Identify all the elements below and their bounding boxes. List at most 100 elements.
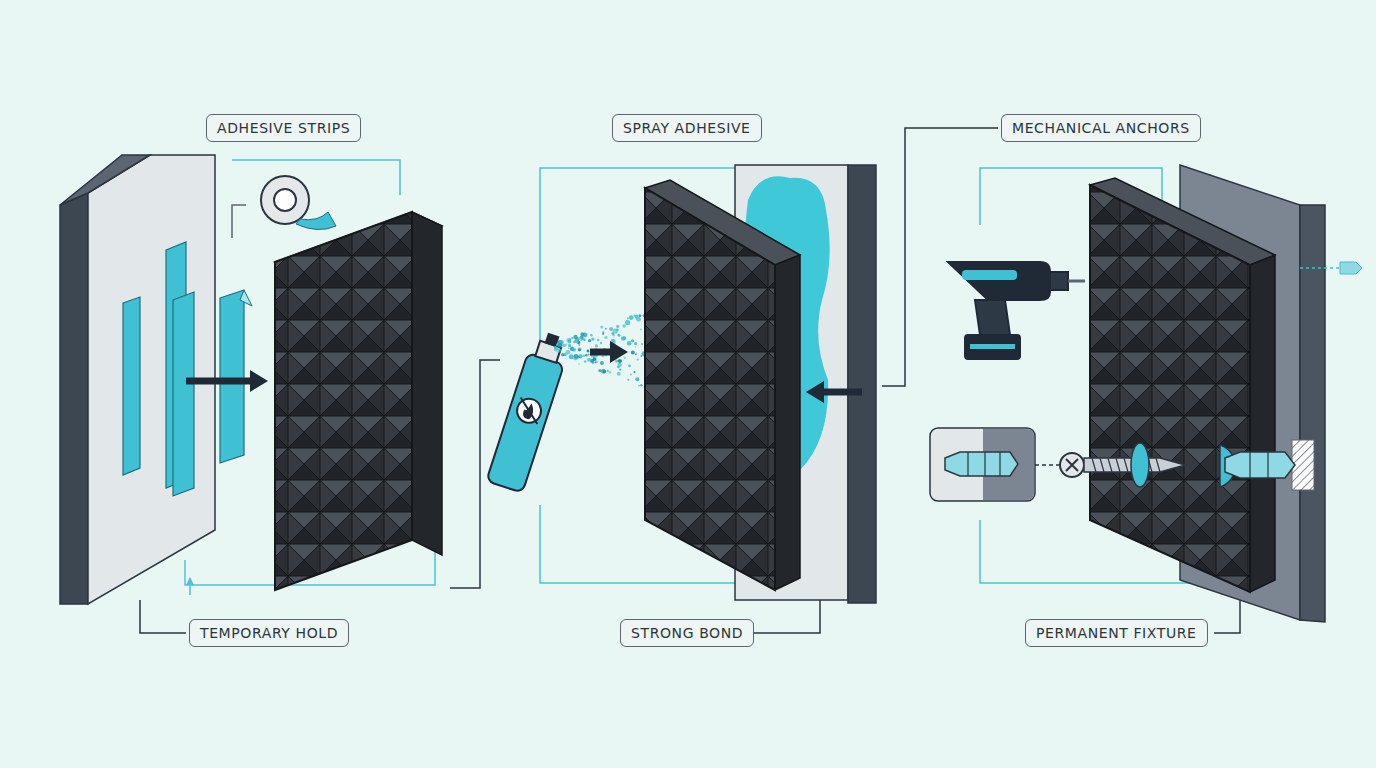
- spray-particle: [575, 339, 579, 343]
- spray-particle: [619, 369, 621, 371]
- spray-particle: [618, 359, 622, 363]
- spray-particle: [640, 384, 643, 387]
- label-text: TEMPORARY HOLD: [200, 625, 338, 641]
- label-box: SPRAY ADHESIVE: [612, 114, 762, 142]
- spray-particle: [558, 348, 561, 351]
- spray-particle: [635, 353, 637, 355]
- spray-particle: [622, 336, 626, 340]
- spray-particle: [554, 348, 557, 351]
- spray-particle: [569, 354, 574, 359]
- spray-particle: [578, 347, 582, 351]
- spray-particle: [628, 364, 631, 367]
- spray-particle: [630, 374, 632, 376]
- spray-particle: [577, 356, 580, 359]
- spray-particle: [634, 315, 636, 317]
- spray-particle: [615, 360, 618, 363]
- label-box: PERMANENT FIXTURE: [1025, 619, 1208, 647]
- spray-particle: [622, 324, 626, 328]
- spray-particle: [588, 339, 591, 342]
- spray-particle: [600, 361, 604, 365]
- spray-particle: [568, 347, 570, 349]
- spray-particle: [573, 335, 577, 339]
- spray-particle: [584, 360, 587, 363]
- screw-thread: [1116, 458, 1120, 472]
- spray-particle: [627, 379, 629, 381]
- spray-particle: [609, 327, 613, 331]
- spray-particle: [635, 377, 639, 381]
- spray-particle: [613, 329, 618, 334]
- spray-particle: [633, 371, 635, 373]
- label-box: ADHESIVE STRIPS: [206, 114, 361, 142]
- label-text: STRONG BOND: [631, 625, 743, 641]
- spray-particle: [578, 349, 581, 352]
- spray-particle: [623, 356, 626, 359]
- spray-particle: [634, 342, 637, 345]
- spray-particle: [566, 338, 571, 343]
- label-box: STRONG BOND: [620, 619, 754, 647]
- spray-particle: [566, 350, 571, 355]
- spray-particle: [566, 343, 568, 345]
- spray-particle: [591, 338, 594, 341]
- spray-particle: [587, 350, 590, 353]
- label-box: TEMPORARY HOLD: [189, 619, 349, 647]
- screw-thread: [1108, 458, 1112, 472]
- spray-particle: [583, 332, 588, 337]
- label-text: SPRAY ADHESIVE: [623, 120, 751, 136]
- spray-particle: [604, 336, 607, 339]
- spray-particle: [629, 315, 634, 320]
- screw-thread: [1124, 458, 1128, 472]
- label-text: ADHESIVE STRIPS: [217, 120, 350, 136]
- spray-particle: [605, 328, 607, 330]
- spray-particle: [638, 314, 641, 317]
- label-box: MECHANICAL ANCHORS: [1001, 114, 1201, 142]
- spray-particle: [583, 338, 586, 341]
- spray-particle: [595, 344, 598, 347]
- spray-particle: [617, 366, 620, 369]
- spray-particle: [593, 357, 597, 361]
- spray-particle: [617, 366, 619, 368]
- spray-particle: [617, 372, 621, 376]
- spray-particle: [631, 350, 635, 354]
- spray-particle: [585, 354, 588, 357]
- spray-particle: [590, 334, 593, 337]
- spray-particle: [558, 343, 563, 348]
- spray-particle: [587, 358, 591, 362]
- spray-particle: [641, 343, 643, 345]
- spray-particle: [640, 355, 642, 357]
- spray-particle: [621, 336, 626, 341]
- spray-particle: [635, 346, 637, 348]
- spray-particle: [601, 369, 605, 373]
- spray-particle: [640, 328, 642, 330]
- label-text: PERMANENT FIXTURE: [1036, 625, 1197, 641]
- spray-particle: [637, 359, 639, 361]
- spray-particle: [616, 325, 619, 328]
- spray-particle: [571, 337, 573, 339]
- spray-particle: [597, 339, 600, 342]
- spray-particle: [600, 342, 602, 344]
- spray-particle: [600, 325, 603, 328]
- spray-particle: [627, 341, 632, 346]
- screw-thread: [1100, 458, 1104, 472]
- spray-particle: [556, 348, 561, 353]
- spray-particle: [618, 334, 621, 337]
- spray-particle: [563, 344, 566, 347]
- spray-particle: [575, 354, 579, 358]
- spray-particle: [578, 363, 580, 365]
- spray-particle: [572, 348, 576, 352]
- spray-particle: [594, 362, 596, 364]
- spray-particle: [608, 371, 611, 374]
- spray-particle: [579, 336, 584, 341]
- spray-particle: [602, 333, 604, 335]
- spray-particle: [598, 369, 601, 372]
- spray-particle: [595, 361, 598, 364]
- spray-particle: [588, 353, 590, 355]
- spray-particle: [577, 339, 579, 341]
- spray-particle: [583, 355, 586, 358]
- screw-thread: [1092, 458, 1096, 472]
- spray-particle: [625, 320, 630, 325]
- spray-particle: [631, 339, 634, 342]
- label-text: MECHANICAL ANCHORS: [1012, 120, 1190, 136]
- spray-particle: [638, 385, 640, 387]
- spray-particle: [627, 318, 629, 320]
- screw-thread: [1156, 458, 1160, 472]
